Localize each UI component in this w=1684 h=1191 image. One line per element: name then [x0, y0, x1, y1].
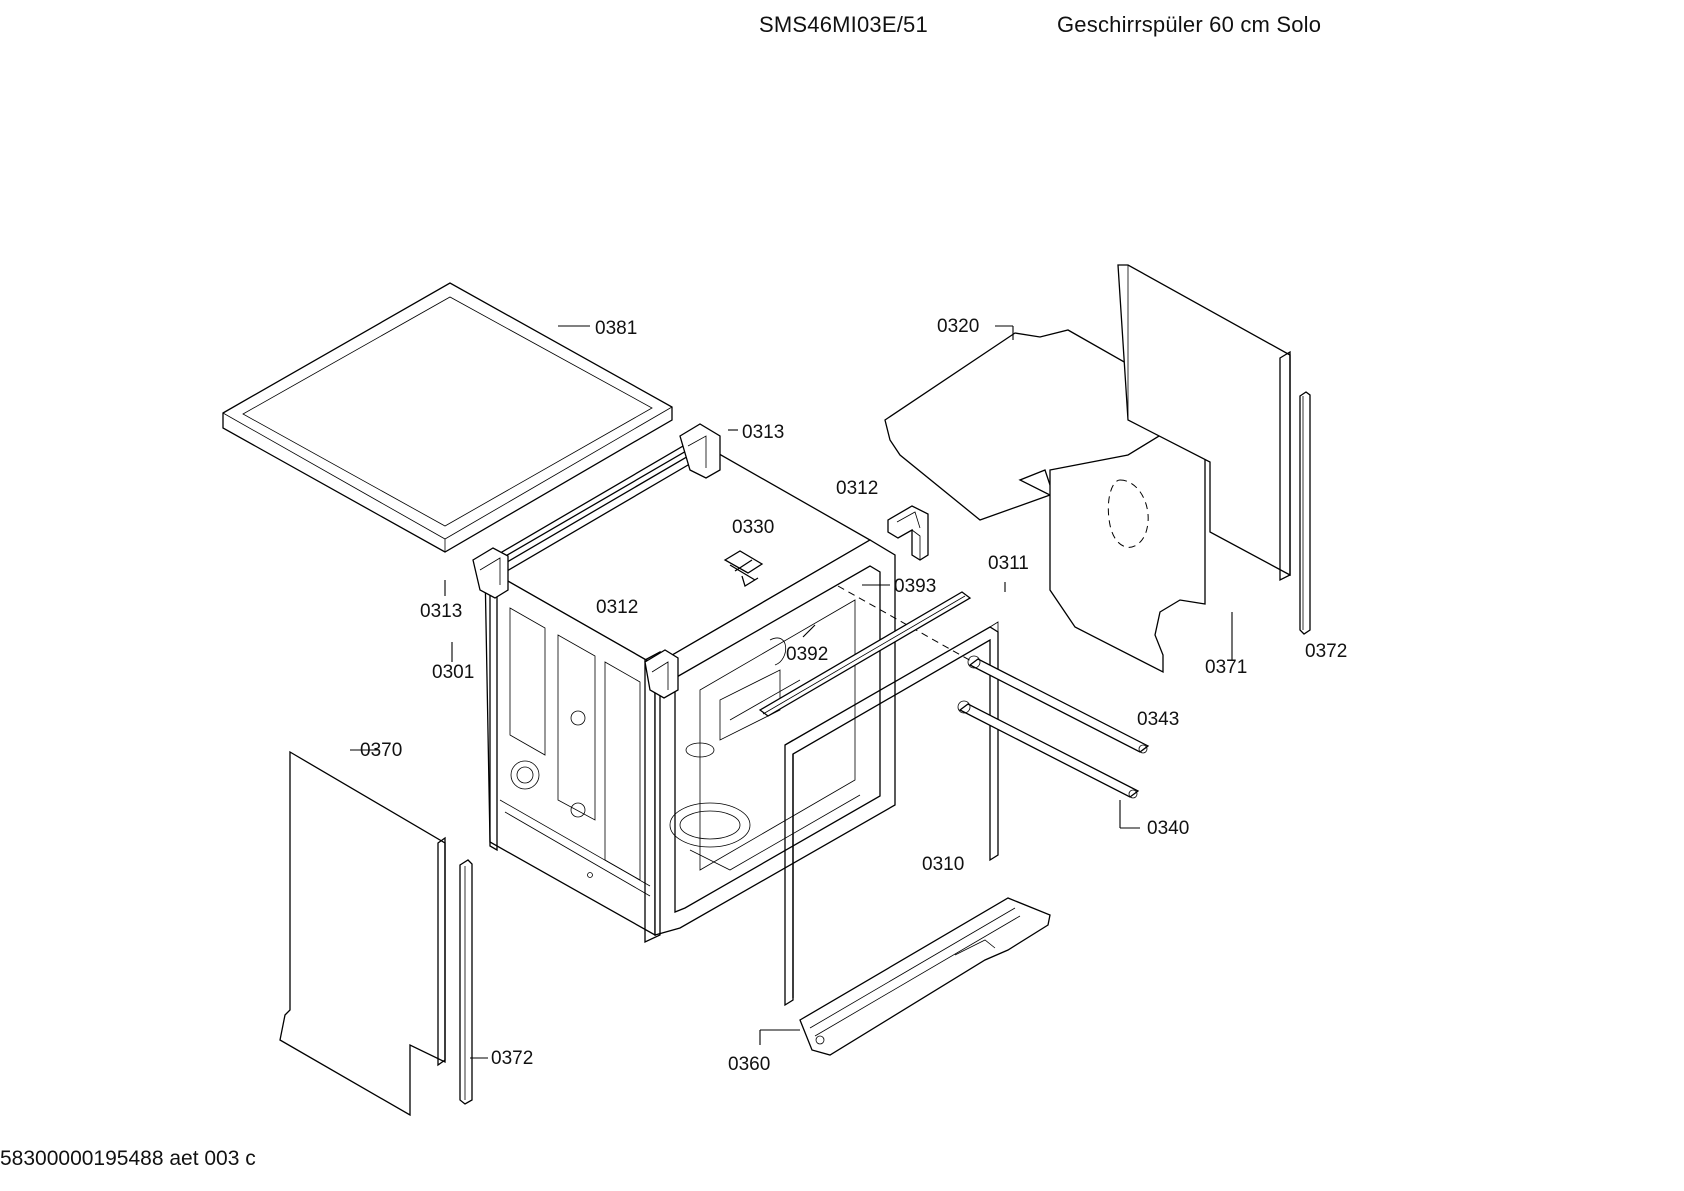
rail-part-0340: [957, 700, 1140, 799]
cross-bar-part: [758, 591, 972, 717]
part-label: 0313: [420, 601, 462, 622]
part-label: 0371: [1205, 657, 1247, 678]
part-label: 0360: [728, 1054, 770, 1075]
door-seal-part: [784, 621, 999, 1007]
part-label: 0310: [922, 854, 964, 875]
appliance-description: Geschirrspüler 60 cm Solo: [1057, 12, 1322, 37]
part-label: 0381: [595, 318, 637, 339]
part-label: 0370: [360, 740, 402, 761]
side-panel-part-0370: [279, 750, 446, 1117]
part-label: 0393: [894, 576, 936, 597]
side-strip-part-0372-left: [459, 859, 473, 1105]
part-label: 0313: [742, 422, 784, 443]
top-cover-part: [222, 282, 673, 553]
part-label: 0312: [836, 478, 878, 499]
part-label: 0392: [786, 644, 828, 665]
rear-panel-part: [884, 264, 1311, 674]
part-label: 0311: [988, 553, 1029, 574]
part-label: 0372: [491, 1048, 533, 1069]
plinth-part: [799, 897, 1051, 1056]
part-label: 0301: [432, 662, 474, 683]
base-tub-frame-part: [472, 423, 981, 944]
part-label: 0372: [1305, 641, 1347, 662]
part-labels: 0381 0313 0320 0312 0330 0311 0393 0313 …: [360, 316, 1347, 1075]
document-code: 58300000195488 aet 003 c: [0, 1147, 256, 1170]
part-label: 0312: [596, 597, 638, 618]
rail-part-0343: [967, 655, 1150, 754]
model-number: SMS46MI03E/51: [759, 12, 928, 37]
part-label: 0340: [1147, 818, 1189, 839]
bracket-part-0312: [887, 505, 929, 561]
leader-lines: [350, 325, 1233, 1059]
part-label: 0330: [732, 517, 774, 538]
part-label: 0320: [937, 316, 979, 337]
part-label: 0343: [1137, 709, 1179, 730]
